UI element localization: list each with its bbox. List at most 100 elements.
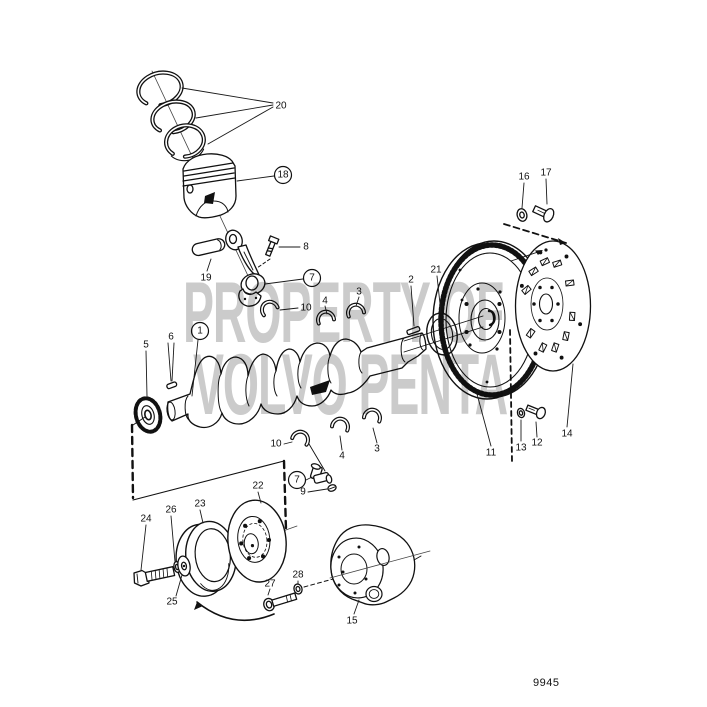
- oil-elbow: [309, 463, 333, 484]
- flywheel-bolt-hole: [497, 329, 502, 335]
- callout-22[interactable]: 22: [252, 481, 264, 492]
- callout-14[interactable]: 14: [561, 429, 573, 440]
- callout-circle-1[interactable]: [190, 321, 210, 341]
- callout-circle-7[interactable]: [302, 268, 322, 288]
- callout-7[interactable]: 7: [309, 273, 315, 284]
- callout-26[interactable]: 26: [165, 505, 177, 516]
- flywheel-bolt-hole: [464, 301, 469, 307]
- leader-line: [140, 524, 147, 571]
- leader-line: [307, 488, 328, 493]
- callout-11[interactable]: 11: [486, 448, 497, 459]
- callout-4[interactable]: 4: [339, 451, 345, 462]
- plate-washer-13: [516, 407, 526, 419]
- drive-plate-rivet: [559, 355, 564, 360]
- leader-line: [283, 441, 293, 445]
- leader-line: [339, 435, 343, 451]
- leader-line: [355, 296, 360, 307]
- washer-to-housing-dashed: [303, 578, 334, 588]
- callout-2[interactable]: 2: [408, 275, 414, 286]
- callout-28[interactable]: 28: [292, 570, 304, 581]
- crankshaft: [166, 332, 427, 429]
- damper-hole: [257, 519, 262, 524]
- callout-9[interactable]: 9: [300, 487, 306, 498]
- callout-3[interactable]: 3: [356, 287, 362, 298]
- pilot-shaft-line-bottom: [403, 326, 484, 353]
- drive-plate: [514, 240, 592, 372]
- leader-line: [236, 175, 275, 182]
- callout-10[interactable]: 10: [270, 439, 282, 450]
- housing-bolt: [263, 592, 298, 612]
- piston-pin: [191, 238, 226, 257]
- drive-plate-slot: [521, 284, 532, 295]
- flywheel-washer-16: [516, 208, 528, 222]
- callout-6[interactable]: 6: [168, 332, 174, 343]
- pilot-shaft-line-top: [403, 315, 484, 342]
- damper-hole: [260, 554, 266, 559]
- pulley-bolt: [133, 566, 176, 587]
- leader-line: [566, 363, 574, 428]
- callout-19[interactable]: 19: [200, 273, 212, 284]
- leader-line: [175, 574, 183, 597]
- leader-line: [545, 178, 548, 205]
- leader-line: [257, 491, 262, 504]
- callout-circle-7[interactable]: [287, 470, 307, 490]
- leader-line: [199, 509, 204, 524]
- callout-8[interactable]: 8: [303, 242, 309, 253]
- flywheel-key: [406, 326, 421, 336]
- callout-18[interactable]: 18: [277, 170, 289, 181]
- drive-plate-hub-hole: [550, 285, 554, 290]
- drive-plate-rivet: [578, 322, 583, 327]
- rod-bolt: [265, 235, 280, 257]
- leader-line: [521, 182, 525, 209]
- callout-27[interactable]: 27: [264, 579, 276, 590]
- callout-1[interactable]: 1: [197, 326, 203, 337]
- damper-hole: [243, 523, 248, 528]
- callout-15[interactable]: 15: [346, 616, 358, 627]
- drive-plate-hub-hole: [538, 318, 542, 323]
- bearing-shell-upper-10: [259, 299, 280, 318]
- callout-7[interactable]: 7: [294, 475, 300, 486]
- drive-plate-slot: [564, 279, 575, 287]
- leader-line: [535, 421, 538, 438]
- callout-16[interactable]: 16: [518, 172, 530, 183]
- damper-hole: [239, 541, 244, 546]
- seal-housing: [329, 524, 431, 606]
- piston-ring-top: [136, 70, 184, 108]
- drive-plate-slot: [568, 311, 576, 322]
- damper-hole: [266, 537, 272, 543]
- callout-4[interactable]: 4: [322, 296, 328, 307]
- callout-12[interactable]: 12: [531, 438, 543, 449]
- callout-17[interactable]: 17: [540, 168, 552, 179]
- drive-plate-slot: [525, 328, 536, 339]
- flywheel-center-dashed: [509, 329, 513, 462]
- bearing-shell-lower-4: [329, 416, 350, 433]
- drive-plate-hub-hole: [556, 302, 560, 306]
- callout-10[interactable]: 10: [300, 303, 312, 314]
- callout-21[interactable]: 21: [430, 265, 442, 276]
- callout-3[interactable]: 3: [374, 444, 380, 455]
- callout-13[interactable]: 13: [515, 443, 527, 454]
- callout-25[interactable]: 25: [166, 597, 178, 608]
- callout-23[interactable]: 23: [194, 499, 206, 510]
- bearing-shell-upper-3: [346, 302, 367, 319]
- pointer-arrowhead: [535, 250, 543, 255]
- callout-24[interactable]: 24: [140, 514, 152, 525]
- leader-line: [195, 104, 274, 119]
- callout-20[interactable]: 20: [275, 101, 287, 112]
- detail-frame: [130, 416, 288, 532]
- leader-line: [181, 87, 274, 104]
- drive-plate-hub-hole: [532, 302, 536, 306]
- flywheel-bolt-17: [532, 205, 555, 223]
- housing-port-lower: [365, 585, 383, 603]
- callout-circle-18[interactable]: [273, 165, 293, 185]
- drive-plate-slot: [538, 342, 548, 353]
- drive-plate-rivet: [533, 351, 538, 356]
- leader-line: [305, 476, 313, 481]
- bolt-alignment-dashed: [503, 223, 567, 244]
- callout-5[interactable]: 5: [143, 340, 149, 351]
- vibration-damper: [227, 499, 287, 583]
- wrist-pin-hole: [186, 184, 194, 194]
- rear-seal-ring: [426, 312, 458, 356]
- plate-bolt-12: [525, 404, 547, 420]
